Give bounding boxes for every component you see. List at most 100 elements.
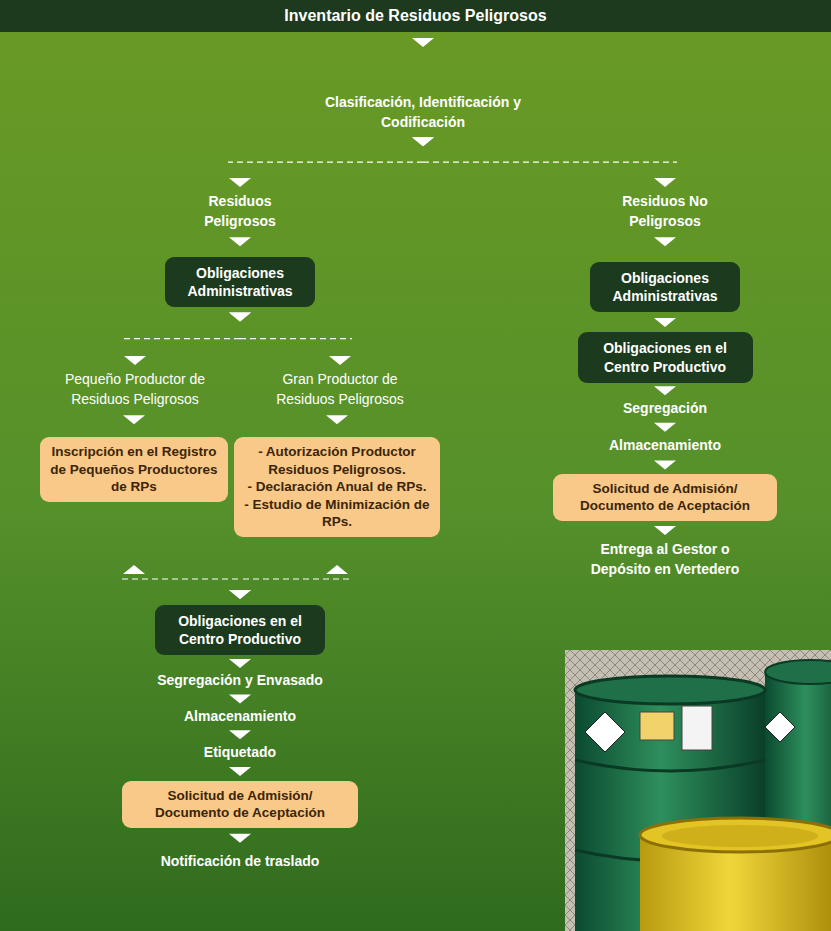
flow-arrow — [654, 237, 676, 246]
dashed-branch-line — [228, 161, 423, 162]
producer-label: Pequeño Productor de Residuos Peligrosos — [55, 370, 215, 409]
step-label: Segregación y Envasado — [130, 671, 350, 691]
arrow-head — [412, 38, 434, 47]
arrow-head — [412, 137, 676, 187]
arrow-head — [229, 767, 251, 776]
step-label: Entrega al Gestor o Depósito en Verteder… — [578, 540, 753, 579]
flow-arrow — [229, 237, 251, 246]
flow-arrow — [654, 460, 676, 469]
arrow-head — [123, 565, 251, 599]
node-text: Obligaciones Administrativas — [598, 269, 732, 305]
arrow-head — [229, 312, 351, 365]
node-text: Inventario de Residuos Peligrosos — [284, 7, 546, 25]
barrel-label — [682, 706, 712, 750]
node-text: Solicitud de Admisión/ Documento de Acep… — [130, 787, 350, 822]
node-text: Segregación y Envasado — [130, 671, 350, 691]
step-label: Clasificación, Identificación y Codifica… — [316, 93, 531, 132]
node-text: Etiquetado — [130, 743, 350, 763]
requirement-box: Inscripción en el Registro de Pequeños P… — [40, 437, 228, 502]
obligation-box: Obligaciones Administrativas — [165, 257, 315, 307]
flow-arrow — [229, 730, 251, 739]
arrow-head — [124, 312, 251, 365]
flow-arrow — [654, 423, 676, 432]
producer-label: Gran Productor de Residuos Peligrosos — [260, 370, 420, 409]
step-label: Segregación — [565, 399, 765, 419]
dashed-branch-line — [123, 338, 240, 339]
flow-arrow — [229, 312, 352, 365]
node-text: - Autorización Productor Residuos Peligr… — [242, 443, 432, 478]
flow-arrow — [228, 137, 434, 187]
step-label: Etiquetado — [130, 743, 350, 763]
barrel-lid — [640, 818, 831, 852]
barrel-lid — [765, 660, 831, 684]
node-text: Solicitud de Admisión/ Documento de Acep… — [561, 480, 769, 515]
node-text: Pequeño Productor de Residuos Peligrosos — [55, 370, 215, 409]
flow-arrow — [122, 565, 251, 599]
node-text: Segregación — [565, 399, 765, 419]
title-band: Inventario de Residuos Peligrosos — [0, 0, 831, 32]
photo-content — [565, 650, 831, 931]
arrow-head — [654, 423, 676, 432]
arrow-head — [654, 318, 676, 327]
arrow-head — [123, 415, 145, 424]
node-text: Gran Productor de Residuos Peligrosos — [260, 370, 420, 409]
requirement-box: - Autorización Productor Residuos Peligr… — [234, 437, 440, 537]
flow-arrow — [229, 767, 251, 776]
dashed-branch-line — [423, 161, 677, 162]
arrow-head — [229, 694, 251, 703]
node-text: Clasificación, Identificación y Codifica… — [316, 93, 531, 132]
node-text: - Estudio de Minimización de RPs. — [242, 496, 432, 531]
node-text: Residuos Peligrosos — [185, 192, 295, 231]
flow-arrow — [654, 526, 676, 535]
flow-arrow — [229, 694, 251, 703]
step-label: Residuos Peligrosos — [185, 192, 295, 231]
dashed-branch-line — [122, 578, 240, 579]
node-text: - Declaración Anual de RPs. — [242, 478, 432, 496]
barrel-label — [640, 712, 674, 740]
obligation-box: Obligaciones Administrativas — [590, 262, 740, 312]
node-text: Inscripción en el Registro de Pequeños P… — [48, 443, 220, 496]
barrel-lid — [575, 676, 765, 704]
arrow-head — [654, 526, 676, 535]
node-text: Residuos No Peligrosos — [610, 192, 720, 231]
flow-arrow — [229, 565, 349, 599]
node-text: Obligaciones Administrativas — [173, 264, 307, 300]
dashed-branch-line — [240, 578, 349, 579]
flow-arrow — [654, 318, 676, 327]
flow-arrow — [229, 659, 251, 668]
arrow-head — [229, 834, 251, 843]
arrow-head — [229, 730, 251, 739]
obligation-box: Obligaciones en el Centro Productivo — [578, 332, 753, 382]
arrow-head — [229, 659, 251, 668]
flow-arrow — [123, 415, 145, 424]
step-label: Almacenamiento — [565, 436, 765, 456]
requirement-box: Solicitud de Admisión/ Documento de Acep… — [122, 781, 358, 828]
arrow-head — [654, 386, 676, 395]
flow-arrow — [326, 415, 348, 424]
flow-arrow — [654, 386, 676, 395]
arrow-head — [229, 565, 348, 599]
step-label: Notificación de traslado — [130, 852, 350, 872]
hazard-label — [765, 712, 795, 742]
requirement-box: Solicitud de Admisión/ Documento de Acep… — [553, 474, 777, 521]
arrow-head — [654, 460, 676, 469]
flow-arrow — [412, 137, 677, 187]
node-text: Notificación de traslado — [130, 852, 350, 872]
arrow-head — [654, 237, 676, 246]
step-label: Almacenamiento — [130, 707, 350, 727]
flow-arrow — [123, 312, 251, 365]
barrel-lid-inner — [662, 825, 818, 847]
arrow-head — [229, 237, 251, 246]
arrow-head — [326, 415, 348, 424]
node-text: Almacenamiento — [130, 707, 350, 727]
obligation-box: Obligaciones en el Centro Productivo — [155, 605, 325, 655]
node-text: Entrega al Gestor o Depósito en Verteder… — [578, 540, 753, 579]
hazard-label — [585, 712, 625, 752]
step-label: Residuos No Peligrosos — [610, 192, 720, 231]
node-text: Obligaciones en el Centro Productivo — [163, 612, 317, 648]
flow-arrow — [229, 834, 251, 843]
flow-arrow — [412, 38, 434, 47]
node-text: Almacenamiento — [565, 436, 765, 456]
